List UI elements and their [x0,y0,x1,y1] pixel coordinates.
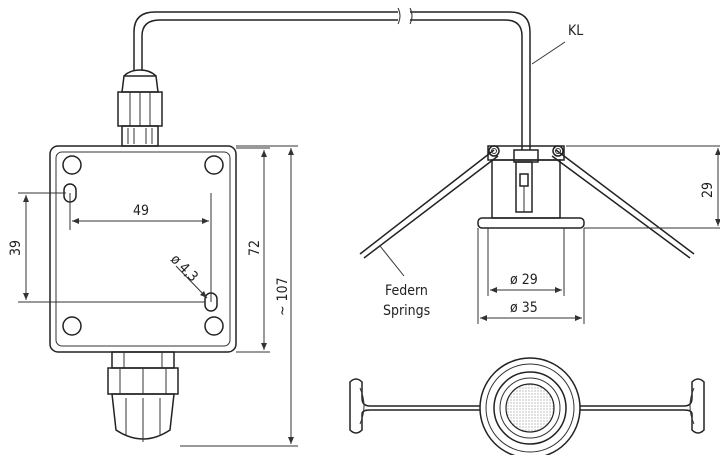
dim-39: 39 [8,192,205,303]
sensor-side: 29 ø 29 ø 35 [359,145,720,324]
dim-inner-dia-text: ø 29 [510,272,538,288]
dim-72-text: 72 [247,240,263,256]
gland-top [117,69,163,147]
dim-107: ~ 107 [180,145,298,447]
cable-label-text: KL [568,23,583,39]
dim-49-text: 49 [133,203,149,219]
cable [133,7,531,150]
springs-label-de: Federn [385,283,428,299]
sensor-top-view [349,357,705,455]
gland-bottom [107,351,179,442]
dim-72: 72 [236,147,270,353]
dim-29-height-text: 29 [700,182,716,198]
dim-hole: ø 4,3 [167,252,208,299]
dim-39-text: 39 [8,240,24,256]
housing-box [49,145,237,353]
springs-label-en: Springs [383,303,430,319]
springs-label: Federn Springs [379,245,430,319]
dim-107-text: ~ 107 [275,277,291,316]
dim-49: 49 [69,193,212,302]
dim-hole-text: ø 4,3 [167,252,201,286]
dim-outer-dia-text: ø 35 [510,300,538,316]
cable-label: KL [531,23,583,65]
